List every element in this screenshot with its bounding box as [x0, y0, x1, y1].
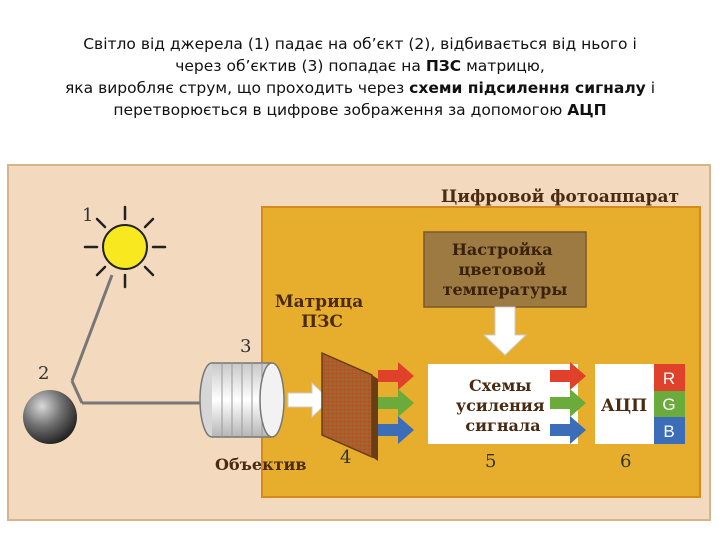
amplifier-label-line-3: сигнала [465, 416, 540, 435]
ccd-matrix-edge [372, 375, 378, 461]
number-adc: 6 [620, 451, 631, 472]
number-amplifier: 5 [485, 451, 496, 472]
color-temperature-line-3: температуры [443, 280, 568, 299]
object-sphere [23, 390, 77, 444]
blue-signal-arrow-icon [378, 416, 414, 444]
caption-line-3: яка виробляє струм, що проходить через с… [20, 77, 700, 99]
amplifier-label-line-1: Схемы [469, 376, 531, 395]
blue-channel [654, 417, 685, 444]
green-signal-arrow-icon [378, 389, 414, 417]
amplifier-label-line-2: усиления [456, 396, 545, 415]
caption-line-3-text: яка виробляє струм, що проходить через [64, 79, 410, 97]
caption-line-4: перетворюється в цифрове зображення за д… [20, 99, 700, 121]
caption-line-3-end: і [645, 79, 656, 97]
number-object: 2 [38, 363, 49, 384]
caption-line-2-bold: ПЗС [425, 57, 462, 75]
color-temperature-line-2: цветовой [459, 260, 546, 279]
red-channel [654, 364, 685, 391]
matrix-label: Матрица ПЗС [275, 292, 369, 332]
lens-to-matrix-arrow-icon [287, 381, 331, 419]
description-caption: Світло від джерела (1) падає на об’єкт (… [20, 33, 700, 121]
caption-line-4-text: перетворюється в цифрове зображення за д… [113, 101, 568, 119]
incoming-light-path [70, 274, 114, 382]
matrix-label-line-1: Матрица [275, 292, 363, 312]
sun-icon [83, 205, 167, 289]
amplifier-label: Схемы усиления сигнала [456, 376, 550, 435]
camera-diagram: Цифровой фотоаппарат 1 2 [7, 164, 711, 521]
caption-line-3-bold: схеми підсилення сигналу [409, 79, 646, 97]
caption-line-1: Світло від джерела (1) падає на об’єкт (… [83, 35, 637, 53]
green-channel [654, 391, 685, 417]
color-temperature-line-1: Настройка [452, 240, 553, 259]
temperature-down-arrow-icon [482, 306, 528, 356]
lens-icon [199, 362, 285, 438]
matrix-label-line-2: ПЗС [301, 312, 343, 332]
caption-line-4-bold: АЦП [567, 101, 607, 119]
camera-title: Цифровой фотоаппарат [441, 187, 679, 207]
caption-line-2-end: матрицю, [461, 57, 545, 75]
red-signal-arrow-icon [378, 362, 414, 390]
channel-b-label: B [663, 422, 674, 441]
reflected-light-path [70, 380, 84, 404]
green-amplified-arrow-icon [550, 389, 586, 417]
caption-line-2: через об’єктив (3) попадає на ПЗС матриц… [20, 55, 700, 77]
red-amplified-arrow-icon [550, 362, 586, 390]
blue-amplified-arrow-icon [550, 416, 586, 444]
caption-line-2-text: через об’єктив (3) попадає на [175, 57, 426, 75]
channel-r-label: R [663, 369, 675, 388]
number-sun: 1 [82, 205, 93, 226]
adc-label: АЦП [601, 396, 647, 416]
number-matrix: 4 [340, 447, 351, 468]
channel-g-label: G [662, 395, 675, 414]
number-lens: 3 [240, 336, 251, 357]
color-temperature-label: Настройка цветовой температуры [443, 240, 568, 299]
lens-label: Объектив [215, 455, 307, 474]
